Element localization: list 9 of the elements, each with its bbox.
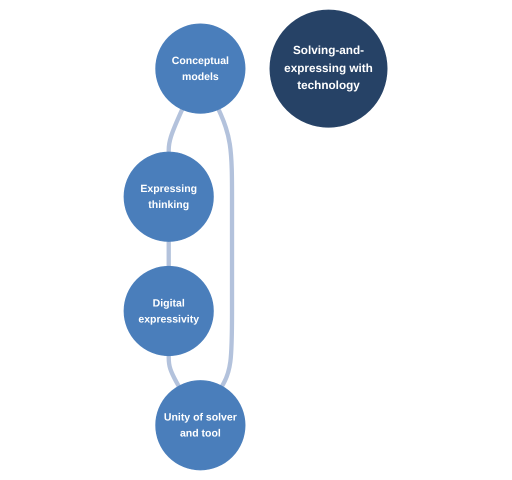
node-circle: Expressing thinking bbox=[124, 152, 214, 242]
connector bbox=[167, 356, 181, 388]
node-circle: Conceptual models bbox=[156, 24, 246, 114]
node-circle: Digital expressivity bbox=[124, 266, 214, 356]
connector bbox=[167, 241, 172, 266]
node-circle: Unity of solver and tool bbox=[156, 380, 246, 470]
node-circle: Solving-and-expressing with technology bbox=[270, 10, 388, 128]
connector bbox=[217, 108, 235, 388]
connector bbox=[167, 108, 185, 152]
